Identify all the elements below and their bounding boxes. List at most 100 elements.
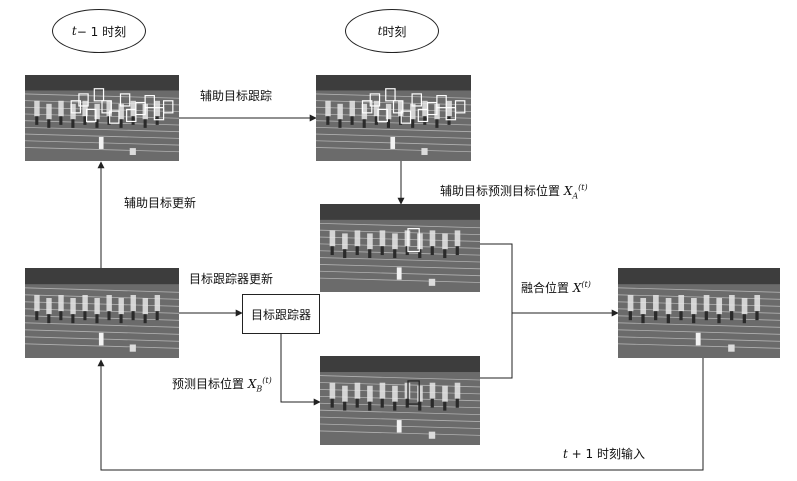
runner-legs — [679, 311, 683, 321]
runner — [454, 382, 461, 399]
runner-legs — [35, 116, 39, 125]
lane-line — [316, 120, 471, 126]
aux-target-box — [153, 107, 165, 121]
runner-legs — [343, 249, 347, 259]
lane-line — [316, 147, 471, 153]
label-aux-update: 辅助目标更新 — [124, 196, 197, 210]
runner-legs — [71, 119, 75, 128]
aux-target-box — [369, 93, 381, 107]
photographer — [428, 278, 436, 286]
lane-line — [320, 250, 480, 256]
runner-legs — [368, 401, 372, 411]
runner-legs — [423, 116, 427, 125]
runner — [82, 100, 88, 117]
lane-line — [316, 133, 471, 139]
runner — [329, 230, 336, 247]
runner — [373, 100, 380, 117]
runner — [754, 295, 761, 312]
lane-line — [320, 409, 480, 416]
fusion-sup: (t) — [581, 280, 591, 289]
aux-target-box — [454, 100, 466, 114]
lane-line — [320, 416, 480, 422]
runner — [337, 103, 343, 120]
runner-legs — [455, 398, 459, 408]
arrow-tracker-predict — [280, 332, 321, 406]
aux-target-box — [163, 100, 174, 114]
photographer — [129, 344, 136, 352]
runner-legs — [368, 249, 372, 259]
runner — [70, 103, 76, 120]
aux-predict-var: X — [563, 184, 573, 198]
time-node-prev: t − 1 时刻 — [52, 9, 146, 53]
predicted-target-box — [407, 380, 420, 405]
aux-target-box — [426, 101, 438, 116]
lane-line — [316, 126, 471, 133]
runner-legs — [343, 401, 347, 411]
runner — [392, 385, 398, 402]
photographer — [129, 148, 136, 155]
runner — [58, 100, 64, 117]
runner-legs — [131, 311, 135, 321]
lane-line — [25, 147, 179, 153]
frame-fused — [618, 268, 780, 358]
runner — [46, 103, 52, 120]
next-input-var: t — [563, 447, 568, 461]
lane-line — [618, 322, 780, 328]
aux-target-box — [85, 108, 97, 123]
runner — [392, 233, 398, 250]
runner-legs — [155, 116, 159, 125]
runner-legs — [119, 119, 123, 128]
runner-legs — [338, 119, 342, 128]
runner-legs — [95, 314, 99, 324]
lane-line — [25, 287, 179, 293]
runner-legs — [119, 314, 123, 324]
frame-prev-main — [25, 268, 179, 358]
runner — [422, 100, 428, 117]
runner-legs — [447, 116, 451, 125]
runner — [442, 233, 448, 250]
runner — [678, 295, 685, 312]
predicted-target-box — [407, 228, 420, 253]
runner-legs — [362, 119, 366, 128]
lane-line — [25, 120, 179, 126]
aux-target-box — [361, 100, 373, 114]
runner-legs — [455, 246, 459, 256]
frame-now-aux — [316, 75, 471, 161]
runner — [106, 295, 112, 312]
runner-legs — [755, 311, 759, 321]
runner — [46, 298, 52, 315]
runner — [379, 382, 386, 399]
lane-line — [320, 222, 480, 229]
runner — [398, 100, 404, 117]
frame-tracker-predict — [320, 356, 480, 445]
runner — [653, 295, 659, 312]
runner-legs — [730, 311, 734, 321]
runner — [729, 295, 735, 312]
aux-target-box — [436, 95, 447, 109]
runner — [417, 385, 423, 402]
aux-target-box — [144, 95, 155, 109]
runner — [367, 385, 373, 402]
lane-line — [25, 133, 179, 139]
lane-line — [25, 322, 179, 328]
runner-legs — [393, 249, 397, 259]
aux-target-box — [377, 108, 388, 123]
lane-line — [618, 315, 780, 321]
runner-legs — [35, 311, 39, 321]
tracker-label: 目标跟踪器 — [250, 307, 311, 322]
runner — [130, 100, 136, 117]
runner-legs — [411, 119, 415, 128]
runner — [106, 100, 112, 117]
official — [396, 267, 402, 280]
runner-legs — [435, 119, 439, 128]
runner — [741, 298, 748, 315]
target-tracker-box: 目标跟踪器 — [242, 294, 320, 334]
runner — [349, 100, 355, 117]
runner-legs — [47, 314, 51, 324]
aux-target-box — [70, 100, 82, 114]
runner-legs — [692, 314, 696, 324]
runner-legs — [380, 246, 384, 256]
time-now-var: t — [377, 24, 383, 38]
runner-legs — [355, 398, 359, 408]
lane-line — [320, 382, 480, 388]
